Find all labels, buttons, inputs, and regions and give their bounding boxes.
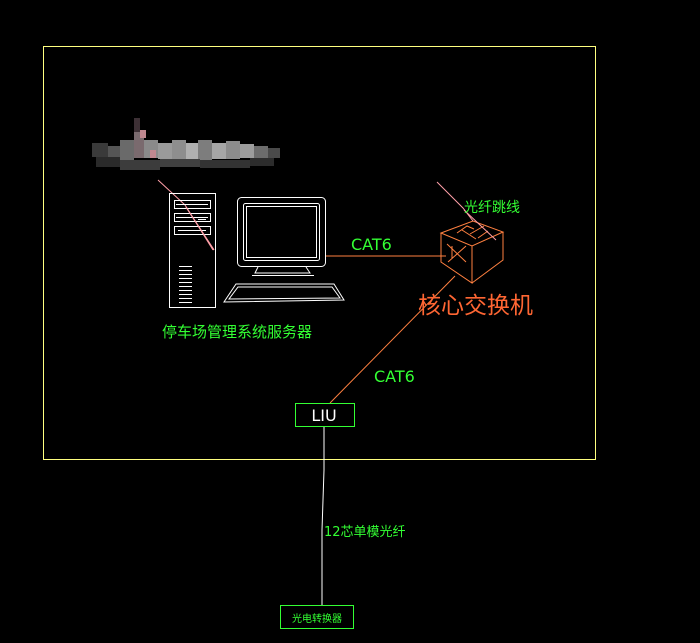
network-switch-icon [439,220,505,284]
keyboard-icon [223,283,345,303]
cat6-top-label: CAT6 [351,235,392,254]
room-boundary-frame [43,46,596,460]
fiber-patch-pink-line [436,181,474,222]
redacted-label-block [92,118,280,170]
converter-box [280,605,354,629]
fiber-12core-label: 12芯单模光纤 [324,525,406,540]
monitor-icon [237,197,326,276]
cat6-diagonal-label: CAT6 [374,367,415,386]
cat6-link-switch-to-liu [329,275,456,404]
converter-label: 光电转换器 [292,612,342,625]
pink-leader-line [157,179,214,251]
fiber-patch-label: 光纤跳线 [464,200,520,216]
fiber-patch-pink-line-2 [463,209,497,241]
pink-cable-over-server [185,206,215,251]
core-switch-label: 核心交换机 [418,293,533,319]
liu-label: LIU [311,406,336,425]
server-tower-icon [169,193,216,308]
server-label: 停车场管理系统服务器 [162,323,312,341]
single-mode-fiber-line [321,427,325,605]
liu-box [295,403,355,427]
